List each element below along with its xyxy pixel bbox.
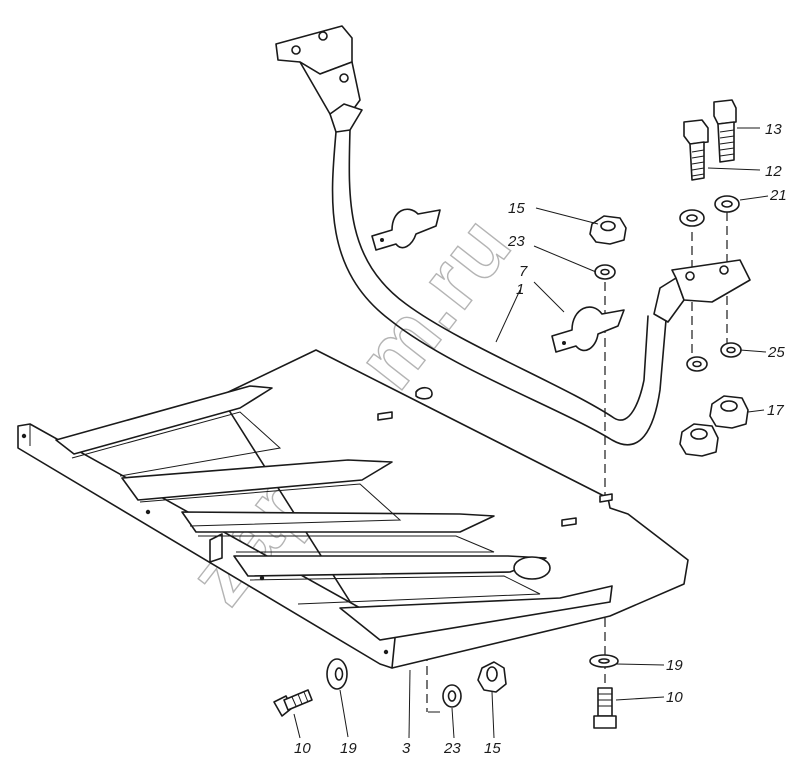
flat-washer-part-21 bbox=[714, 195, 740, 213]
spring-washer-part-25 bbox=[720, 342, 742, 358]
skid-plate bbox=[17, 349, 689, 669]
bolt-part-13 bbox=[713, 99, 737, 163]
label-12: 12 bbox=[765, 163, 782, 180]
label-15-upper: 15 bbox=[508, 200, 525, 217]
label-7: 7 bbox=[519, 263, 528, 280]
spring-washer-part-23-upper bbox=[594, 264, 616, 280]
flat-washer-left bbox=[679, 209, 705, 227]
label-10-right: 10 bbox=[666, 689, 683, 706]
spring-washer-part-23-lower bbox=[442, 684, 462, 708]
flat-washer-part-19-right bbox=[589, 654, 619, 668]
support-tube bbox=[275, 25, 751, 446]
bolt-part-10-left bbox=[273, 689, 313, 717]
bolt-part-12 bbox=[683, 119, 709, 181]
spring-washer-left bbox=[686, 356, 708, 372]
flat-washer-part-19-left bbox=[326, 658, 348, 690]
label-25: 25 bbox=[767, 344, 785, 361]
clamp-lower bbox=[551, 306, 625, 353]
label-23-upper: 23 bbox=[507, 233, 525, 250]
label-13: 13 bbox=[765, 121, 782, 138]
label-15-lower: 15 bbox=[484, 740, 501, 757]
label-1: 1 bbox=[516, 281, 524, 298]
label-19-left: 19 bbox=[340, 740, 357, 757]
clamp-upper bbox=[371, 208, 441, 251]
hex-nut-part-15-lower bbox=[477, 661, 507, 693]
hex-nut-lower bbox=[679, 423, 719, 457]
label-19-right: 19 bbox=[666, 657, 683, 674]
label-3: 3 bbox=[402, 740, 411, 757]
label-10-left: 10 bbox=[294, 740, 311, 757]
hex-nut-part-15-upper bbox=[589, 215, 627, 245]
label-17: 17 bbox=[767, 402, 784, 419]
hex-nut-part-17 bbox=[709, 395, 749, 429]
leader-lines bbox=[293, 127, 769, 739]
bolt-part-10-right bbox=[593, 687, 617, 729]
label-23-lower: 23 bbox=[443, 740, 461, 757]
label-21: 21 bbox=[769, 187, 787, 204]
